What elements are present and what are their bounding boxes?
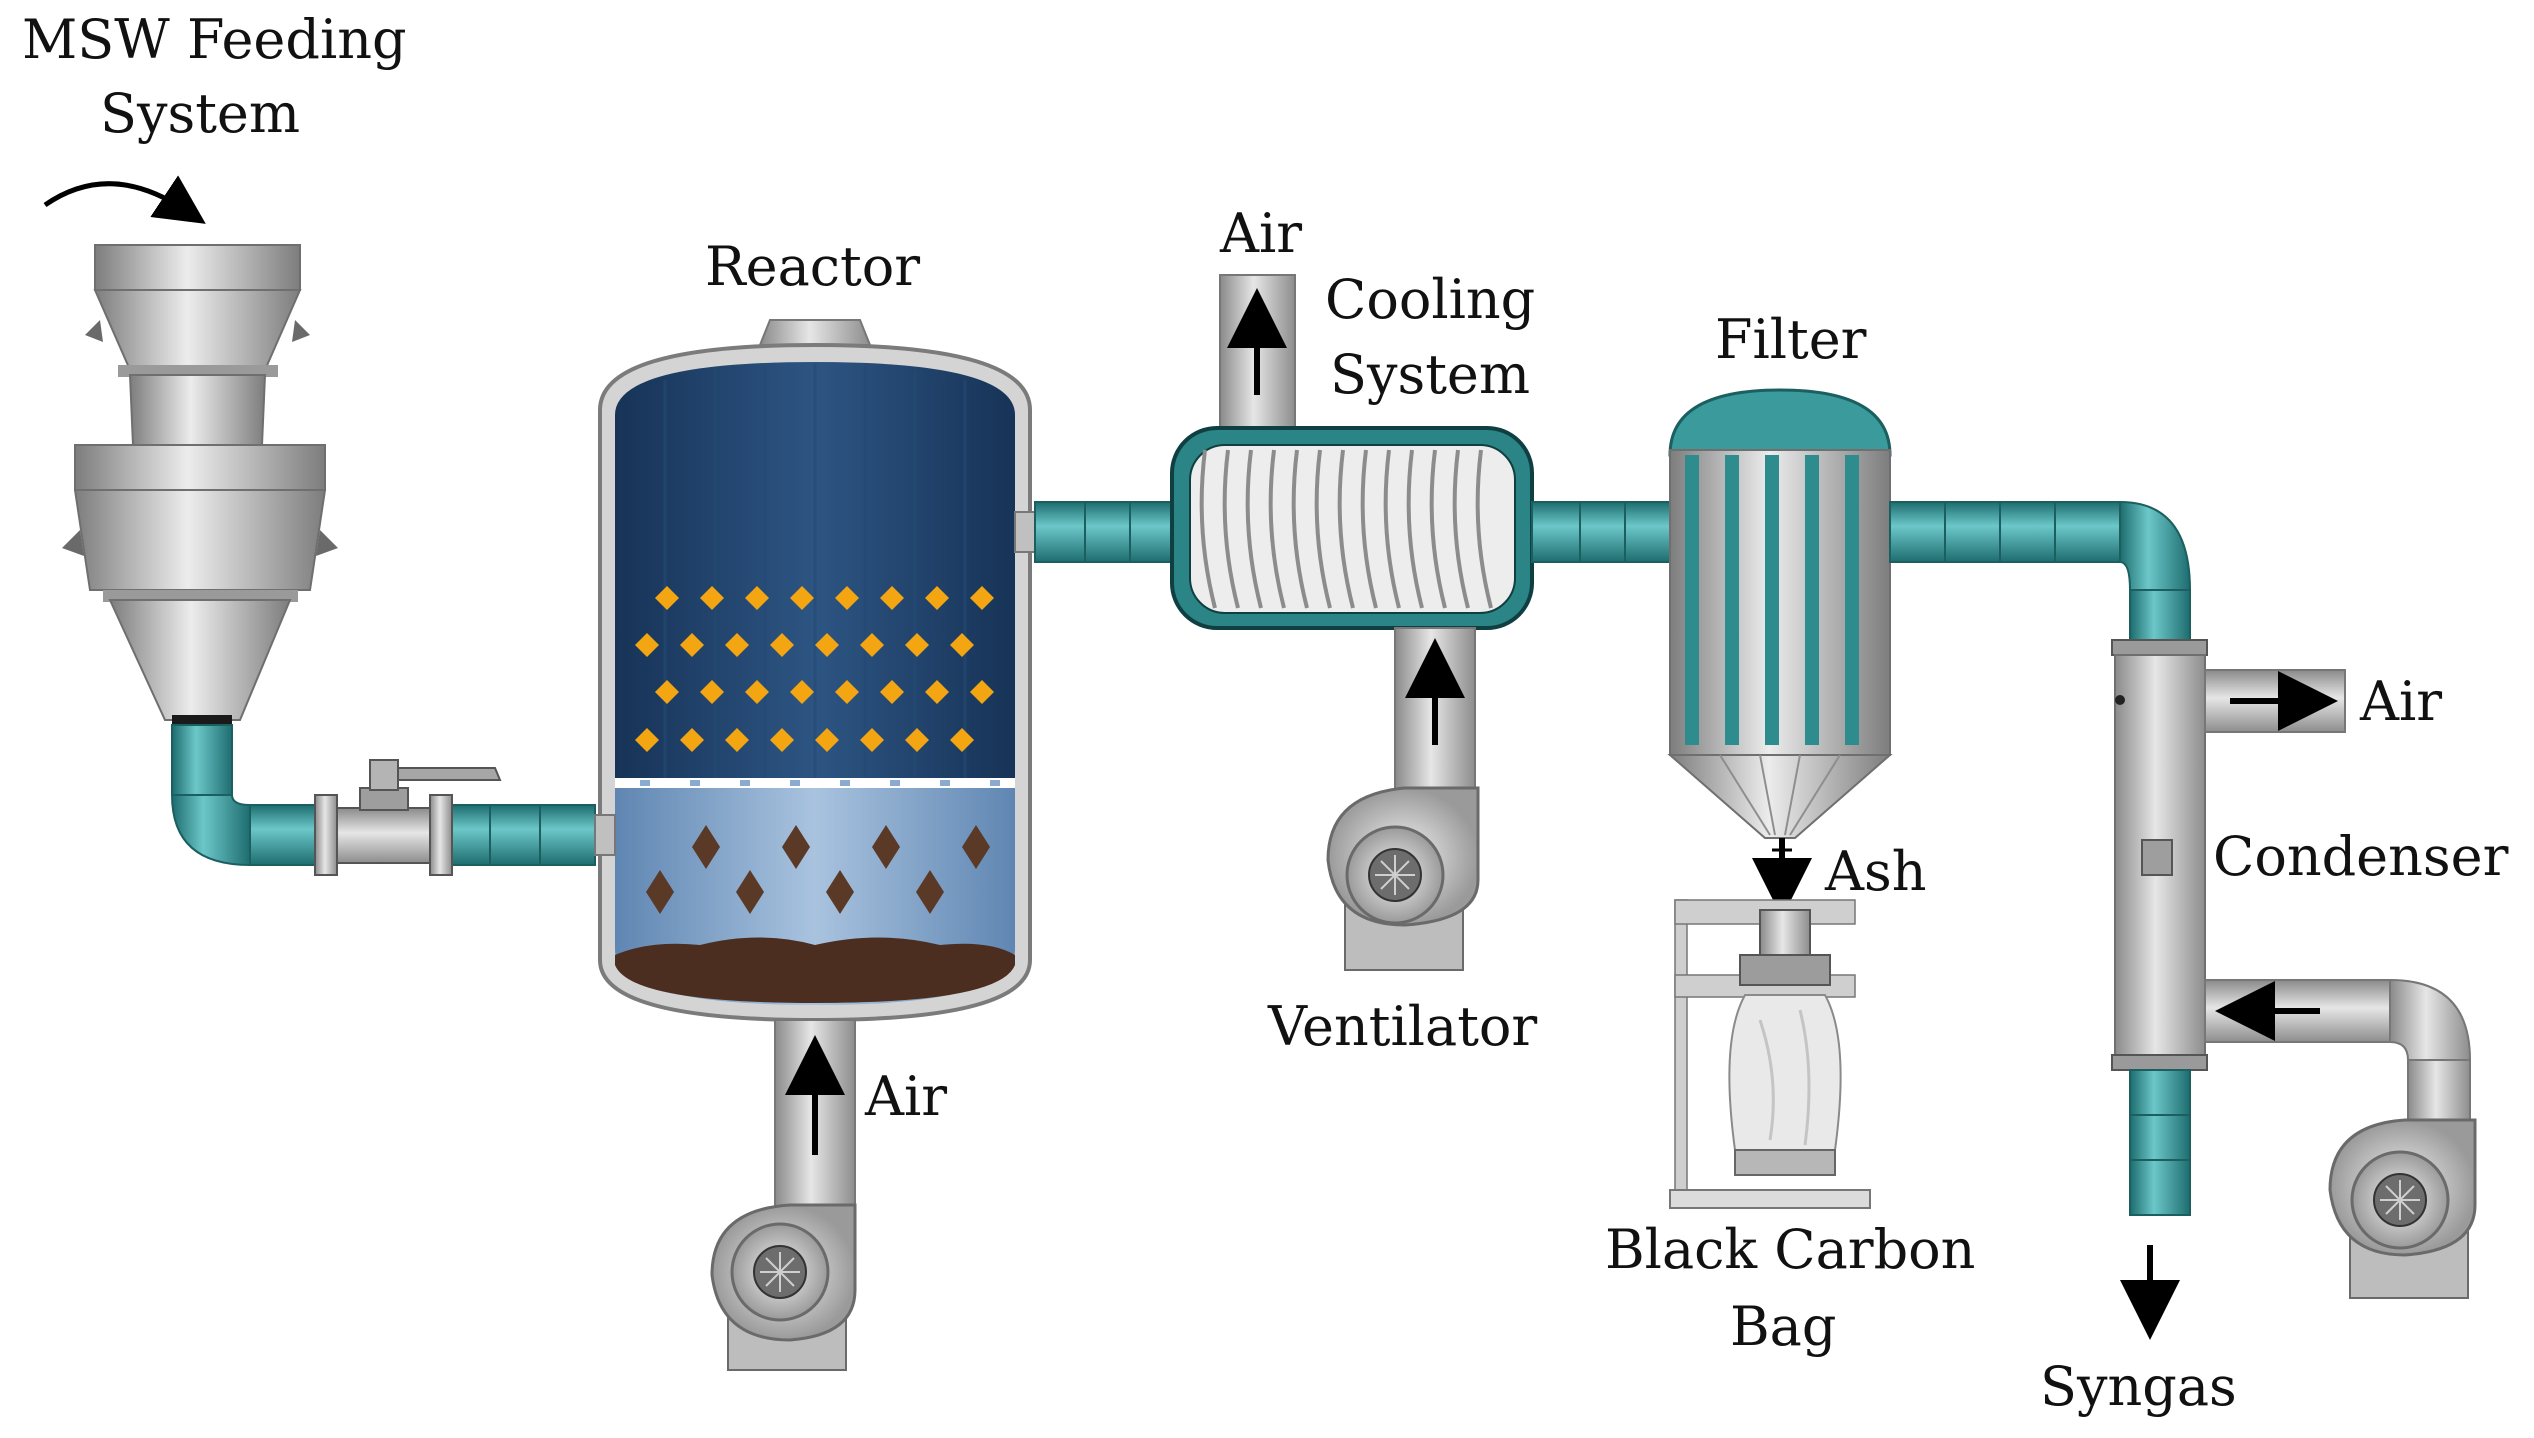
condenser-label: Condenser [2213,825,2509,888]
condenser-air-outlet [2204,669,2346,733]
reactor-vessel [594,319,1036,1023]
filter-vessel [1667,388,1893,839]
msw-feeding-hopper [62,244,338,727]
filter-label: Filter [1715,308,1867,371]
reactor-fuel-particles [635,586,994,752]
reactor-air-label: Air [864,1065,947,1128]
condenser-air-label: Air [2359,670,2442,733]
cooling-air-outlet [1219,274,1296,431]
black-carbon-bag-label-line1: Black Carbon [1605,1218,1975,1281]
syngas-label: Syngas [2040,1355,2237,1418]
msw-feeding-label-line1: MSW Feeding [22,8,407,71]
filter-outlet-pipe [1889,500,2192,641]
feed-arrow-icon [43,175,206,224]
cooling-outlet-pipe [1531,501,1673,563]
reactor-char-particles [646,825,990,914]
condenser-column [2111,639,2208,1216]
cooling-air-label: Air [1219,202,1302,265]
cooling-system-label-line1: Cooling [1325,268,1535,331]
cooling-system-label-line2: System [1330,343,1530,406]
cooling-air-inlet [1394,627,1476,799]
msw-feeding-label-line2: System [100,82,300,145]
condenser-blower-fan-icon [2328,1118,2477,1299]
black-carbon-bag-label-line2: Bag [1730,1295,1836,1358]
reactor-air-duct [774,1019,856,1221]
condenser-air-inlet [2204,978,2472,1131]
feed-pipe [170,724,596,867]
black-carbon-bag-station [1669,899,1871,1209]
ventilator-label: Ventilator [1267,995,1537,1058]
cooling-heat-exchanger [1170,426,1534,630]
reactor-label: Reactor [705,235,920,298]
ball-valve-icon [314,759,502,876]
reactor-outlet-pipe [1034,501,1176,563]
ventilator-fan-icon [1326,786,1480,971]
reactor-blower-fan-icon [710,1203,857,1371]
ash-label: Ash [1824,840,1927,903]
